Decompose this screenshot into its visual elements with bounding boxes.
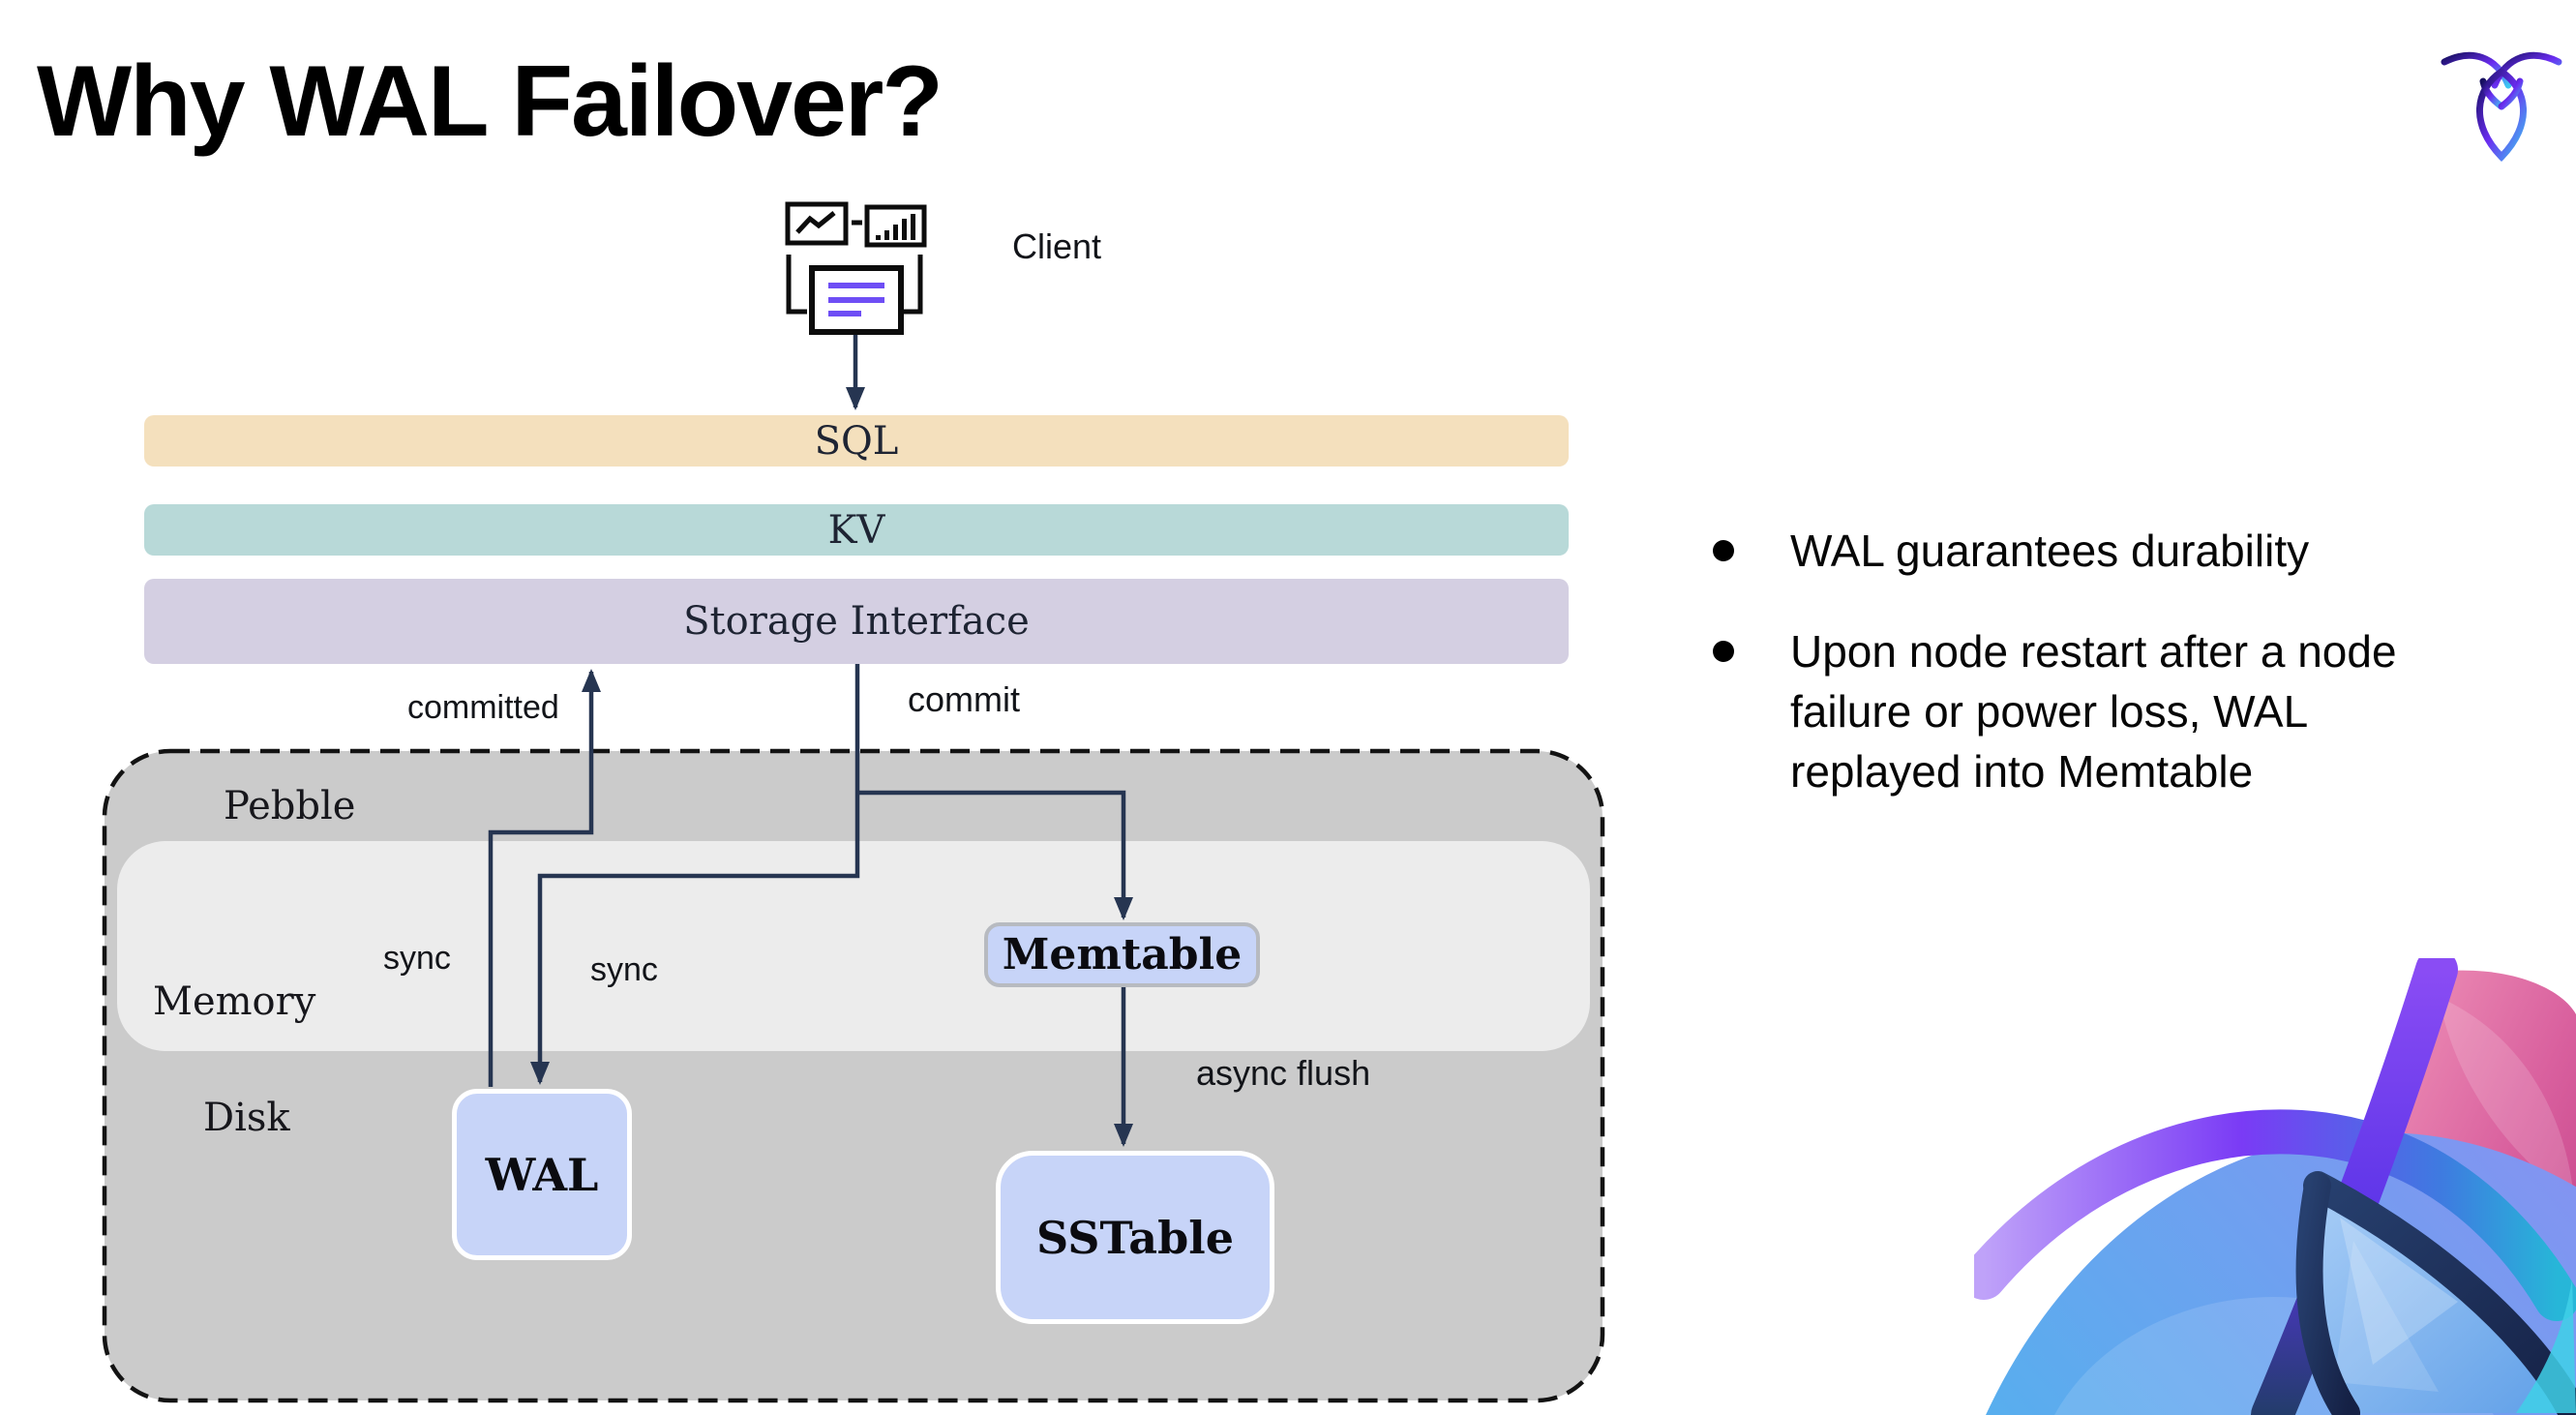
edge-committed — [488, 669, 601, 1087]
client-label: Client — [1012, 226, 1102, 266]
bullet-item: Upon node restart after a node failure o… — [1713, 621, 2497, 801]
bullet-text: Upon node restart after a node failure o… — [1790, 626, 2397, 797]
bullet-item: WAL guarantees durability — [1713, 521, 2497, 581]
memory-label: Memory — [153, 979, 316, 1024]
edge-label-commit: commit — [908, 679, 1020, 719]
layer-bar-storage: Storage Interface — [144, 579, 1569, 664]
layer-bar-kv: KV — [144, 504, 1569, 556]
cockroachdb-brand-art — [1974, 958, 2576, 1415]
pebble-label: Pebble — [224, 784, 356, 828]
edge-commit-to-memtable — [857, 790, 1133, 920]
memory-band — [117, 841, 1590, 1051]
bar-chart-icon — [864, 204, 927, 248]
bracket-left — [786, 255, 807, 315]
memtable-box: Memtable — [984, 922, 1260, 987]
layer-label-sql: SQL — [814, 418, 899, 464]
bullet-text: WAL guarantees durability — [1790, 526, 2310, 576]
wal-box: WAL — [452, 1089, 632, 1260]
client-icon — [785, 201, 927, 335]
memtable-box-label: Memtable — [1002, 930, 1243, 979]
edge-label-committed: committed — [407, 689, 559, 726]
edge-label-async-flush: async flush — [1196, 1053, 1371, 1093]
edge-label-sync-left: sync — [383, 940, 451, 977]
bullet-dot-icon — [1713, 540, 1734, 561]
layer-label-storage: Storage Interface — [683, 599, 1030, 644]
disk-label: Disk — [203, 1096, 290, 1140]
layer-label-kv: KV — [827, 507, 885, 553]
slide-title: Why WAL Failover? — [37, 45, 944, 158]
cockroachdb-logo-icon — [2441, 51, 2562, 163]
line-chart-icon — [785, 201, 849, 246]
bullet-dot-icon — [1713, 641, 1734, 662]
edge-sync-to-wal — [530, 664, 860, 1085]
sstable-box-label: SSTable — [1036, 1211, 1234, 1264]
wal-box-label: WAL — [485, 1148, 599, 1201]
layer-bar-sql: SQL — [144, 415, 1569, 467]
bullet-list: WAL guarantees durability Upon node rest… — [1713, 521, 2497, 842]
edge-label-sync-right: sync — [590, 951, 658, 988]
sstable-box: SSTable — [996, 1151, 1274, 1324]
bracket-right — [902, 255, 923, 315]
